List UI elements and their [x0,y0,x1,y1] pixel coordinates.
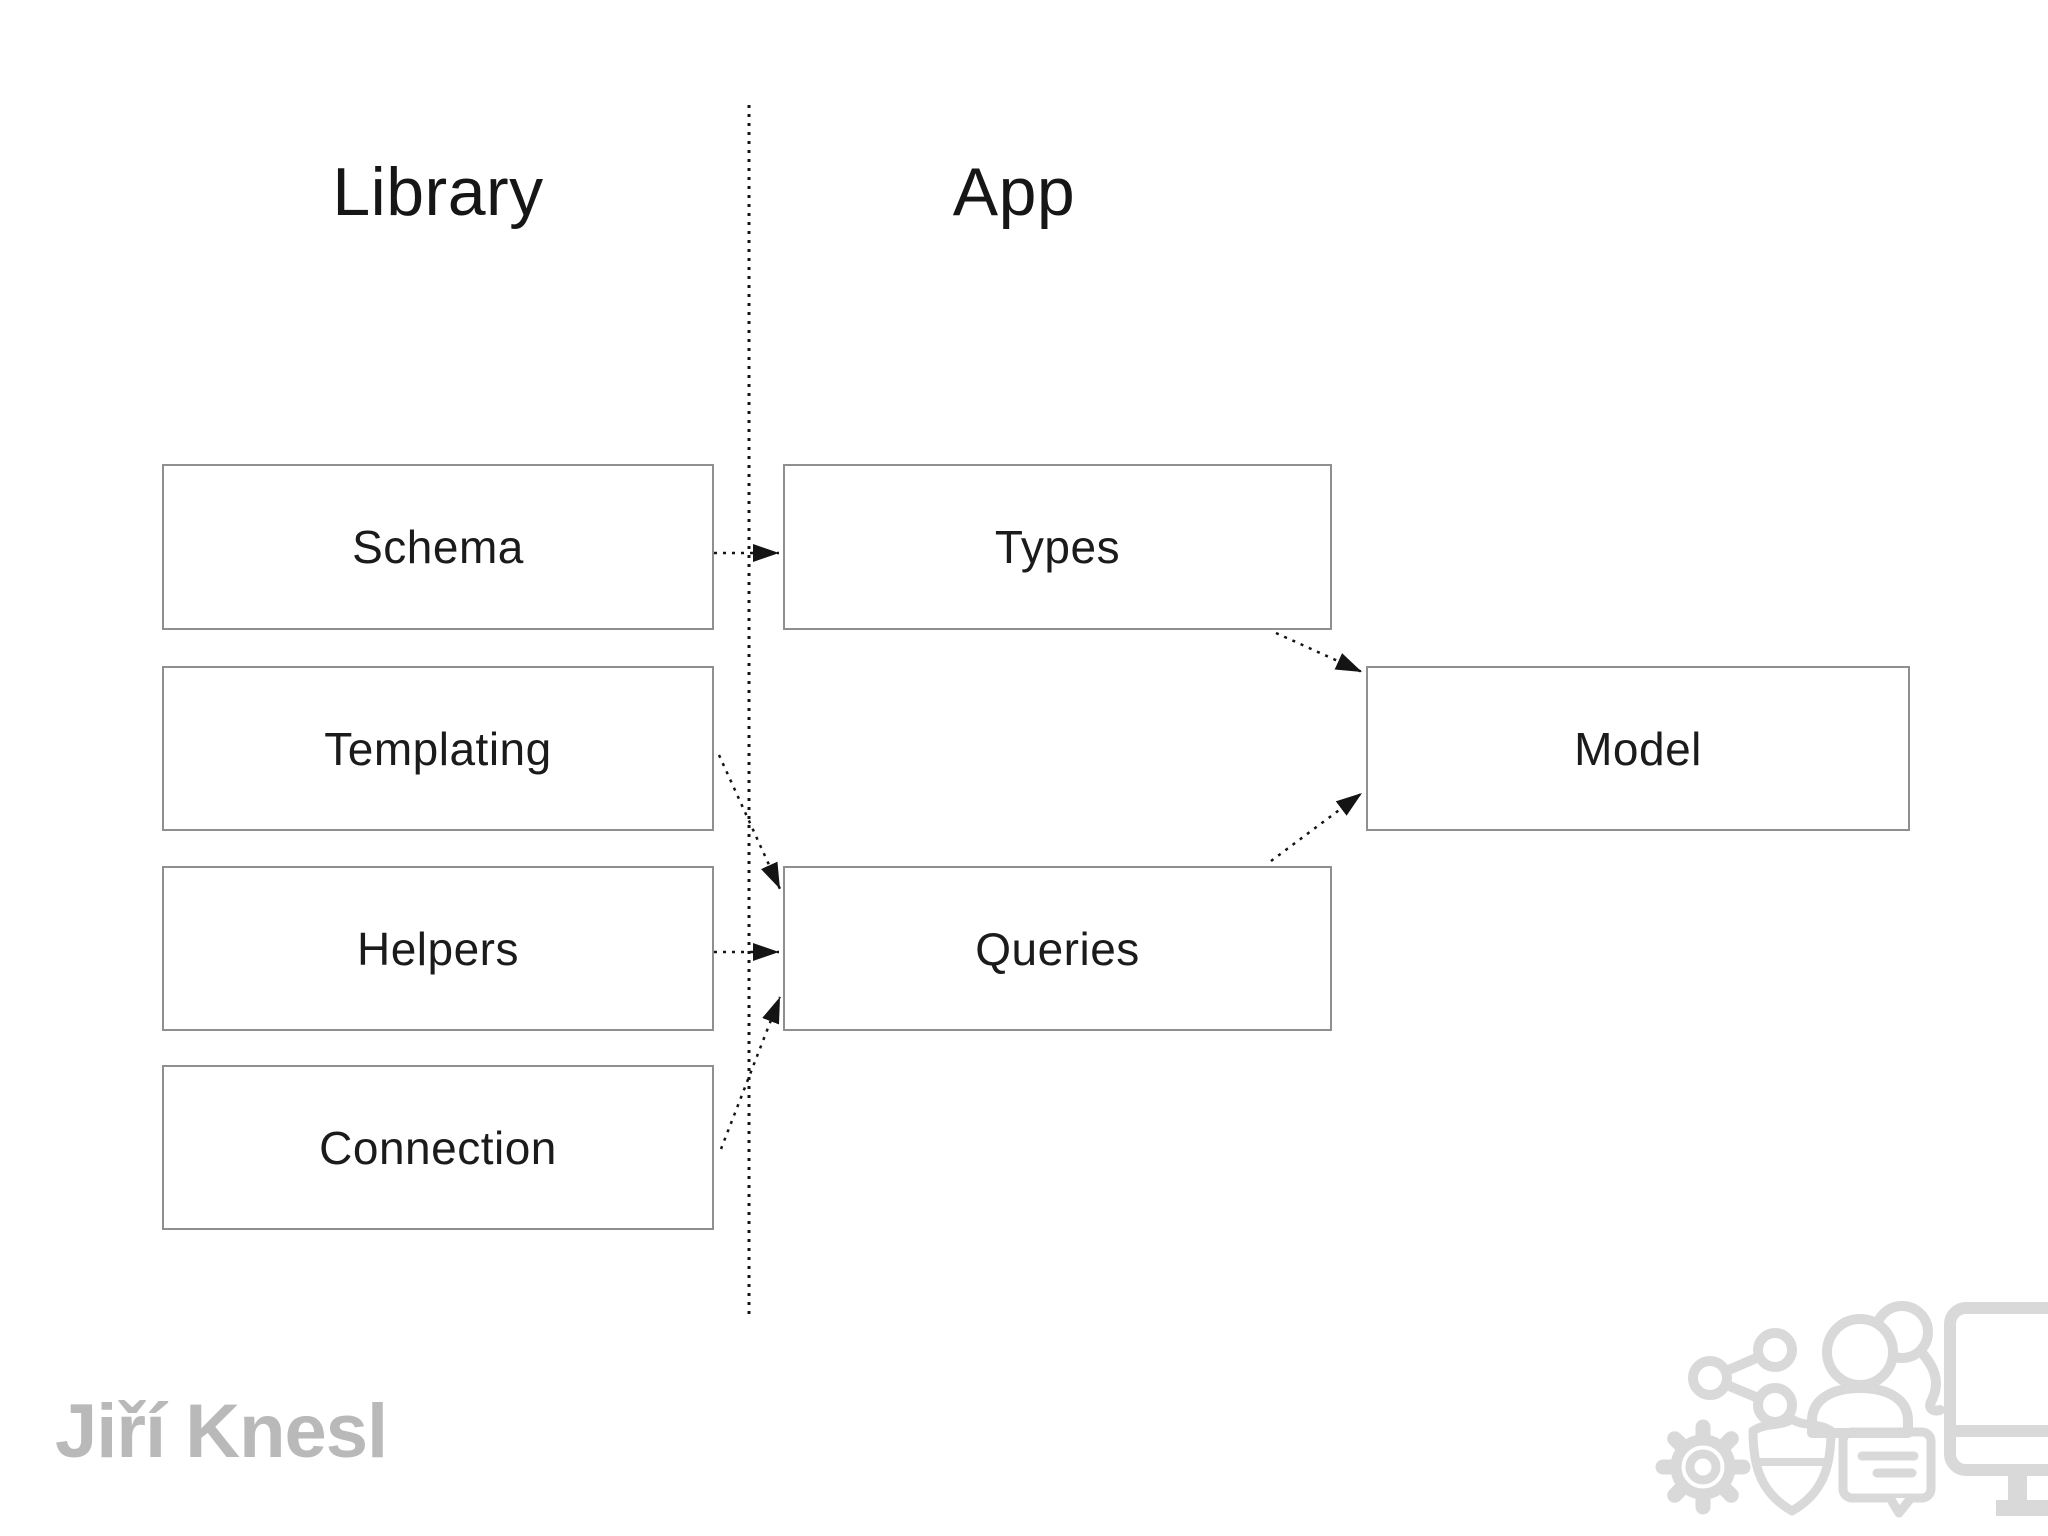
edge-queries-model [1270,791,1363,863]
node-connection: Connection [162,1065,714,1230]
node-schema-label: Schema [352,521,524,573]
column-title-app: App [952,154,1076,230]
shield-icon [1748,1414,1836,1516]
decorative-icon-cluster [1655,1301,2048,1518]
share-icon [1688,1328,1797,1427]
monitor-icon [1944,1302,2048,1516]
gear-icon [1655,1419,1751,1515]
edge-templating-queries [717,754,782,890]
node-queries-label: Queries [975,922,1140,975]
node-templating: Templating [162,666,714,831]
users-icon [1807,1301,1945,1438]
node-queries: Queries [783,866,1332,1031]
node-helpers: Helpers [162,866,714,1031]
node-helpers-label: Helpers [356,922,519,975]
node-types: Types [783,464,1332,630]
node-types-label: Types [994,521,1121,573]
node-schema: Schema [162,464,714,630]
node-templating-label: Templating [324,722,552,775]
node-model-label: Model [1574,722,1702,775]
node-model: Model [1366,666,1910,831]
author-logo: Jiří Knesl [55,1389,388,1474]
column-title-library: Library [332,154,544,230]
chat-icon [1838,1427,1936,1518]
edge-connection-queries [719,996,782,1150]
node-connection-label: Connection [319,1121,557,1174]
edge-types-model [1275,631,1363,674]
